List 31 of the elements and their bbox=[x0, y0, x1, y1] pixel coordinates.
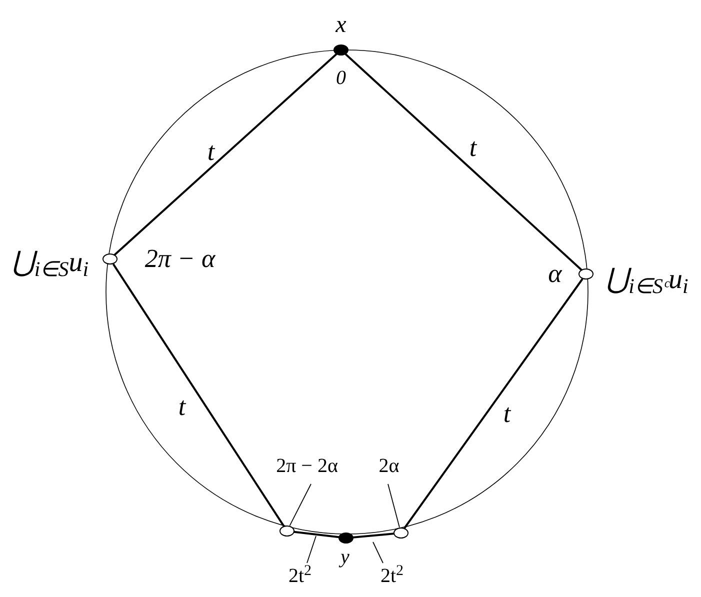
leader-line bbox=[372, 542, 384, 564]
edge-label: t bbox=[178, 394, 186, 420]
edge-label: t bbox=[469, 135, 477, 161]
open-vertex bbox=[102, 254, 118, 264]
vertex-label: ⋃$_{i∈Sᶜ}$u$_{i}$ bbox=[606, 266, 688, 294]
leader-line bbox=[306, 536, 316, 564]
edge-line bbox=[292, 530, 340, 538]
edge-label: t bbox=[503, 401, 511, 427]
vertex-label: α bbox=[548, 261, 562, 287]
vertex-label: ⋃$_{i∈S}$u$_{i}$ bbox=[11, 249, 89, 277]
angle-label: 2α bbox=[378, 455, 400, 477]
edge-line bbox=[114, 53, 338, 256]
open-vertex bbox=[578, 268, 594, 280]
edge-label: t bbox=[207, 139, 215, 165]
leader-line bbox=[388, 484, 400, 528]
edge-line bbox=[344, 53, 582, 271]
leader-line bbox=[289, 484, 312, 526]
filled-vertex bbox=[334, 44, 348, 56]
angle-label: 2π − 2α bbox=[276, 455, 338, 477]
filled-vertex bbox=[338, 532, 354, 544]
edge-line bbox=[112, 263, 285, 527]
angle-label: 2t$^{2}$ bbox=[288, 565, 312, 587]
open-vertex bbox=[394, 528, 408, 538]
angle-label: 2t$^{2}$ bbox=[380, 565, 404, 587]
edge-line bbox=[404, 278, 584, 529]
vertex-label: 2π − α bbox=[144, 246, 216, 272]
vertex-label: y bbox=[340, 547, 350, 567]
vertex-label: 0 bbox=[336, 68, 346, 88]
open-vertex bbox=[280, 526, 294, 536]
vertex-label: x bbox=[336, 13, 346, 37]
edge-line bbox=[352, 532, 396, 538]
